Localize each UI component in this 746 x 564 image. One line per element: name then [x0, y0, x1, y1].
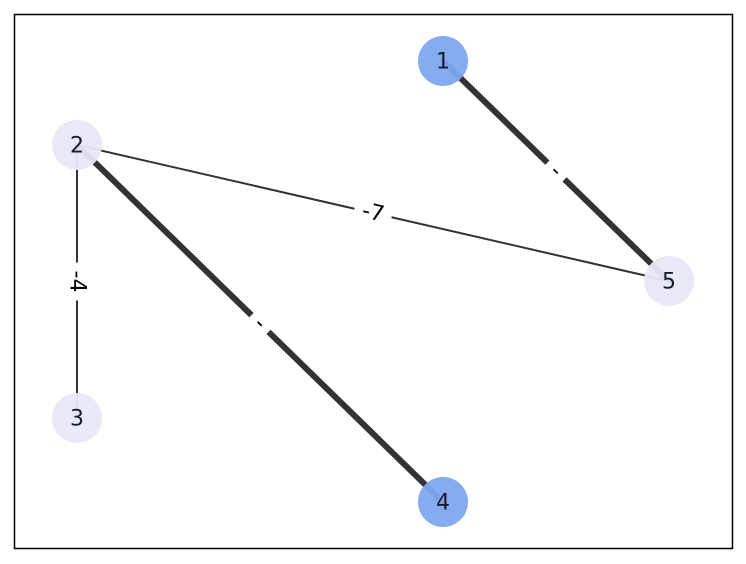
- edge-label-2-5: -7: [360, 198, 387, 227]
- node-circle-2[interactable]: [52, 120, 102, 170]
- edge-label-background: [351, 195, 395, 231]
- node-4[interactable]: 4: [418, 477, 468, 527]
- edge-label-2-3: -4: [65, 271, 90, 293]
- edge-label-background: [241, 305, 279, 342]
- edge-label-group-2-5: -7: [351, 195, 395, 231]
- node-circle-1[interactable]: [418, 36, 468, 86]
- edge-label-group-2-3: -4: [63, 262, 91, 301]
- edge-label-group-2-4: -: [241, 305, 279, 342]
- plot-frame: [13, 13, 734, 550]
- node-label-2: 2: [70, 134, 84, 159]
- nodes-layer: 1 2 3 4 5: [52, 36, 694, 527]
- node-label-5: 5: [662, 270, 676, 295]
- node-1[interactable]: 1: [418, 36, 468, 86]
- edge-label-group-1-5: -: [537, 152, 575, 190]
- node-circle-3[interactable]: [52, 393, 102, 443]
- node-2[interactable]: 2: [52, 120, 102, 170]
- node-label-3: 3: [70, 407, 84, 432]
- node-label-1: 1: [436, 50, 450, 75]
- node-circle-4[interactable]: [418, 477, 468, 527]
- node-circle-5[interactable]: [644, 256, 694, 306]
- node-5[interactable]: 5: [644, 256, 694, 306]
- edge-labels-layer: - -7 - -4: [63, 152, 575, 342]
- node-label-4: 4: [436, 491, 450, 516]
- edge-label-background: [537, 152, 575, 190]
- node-3[interactable]: 3: [52, 393, 102, 443]
- edge-label-background: [63, 262, 91, 301]
